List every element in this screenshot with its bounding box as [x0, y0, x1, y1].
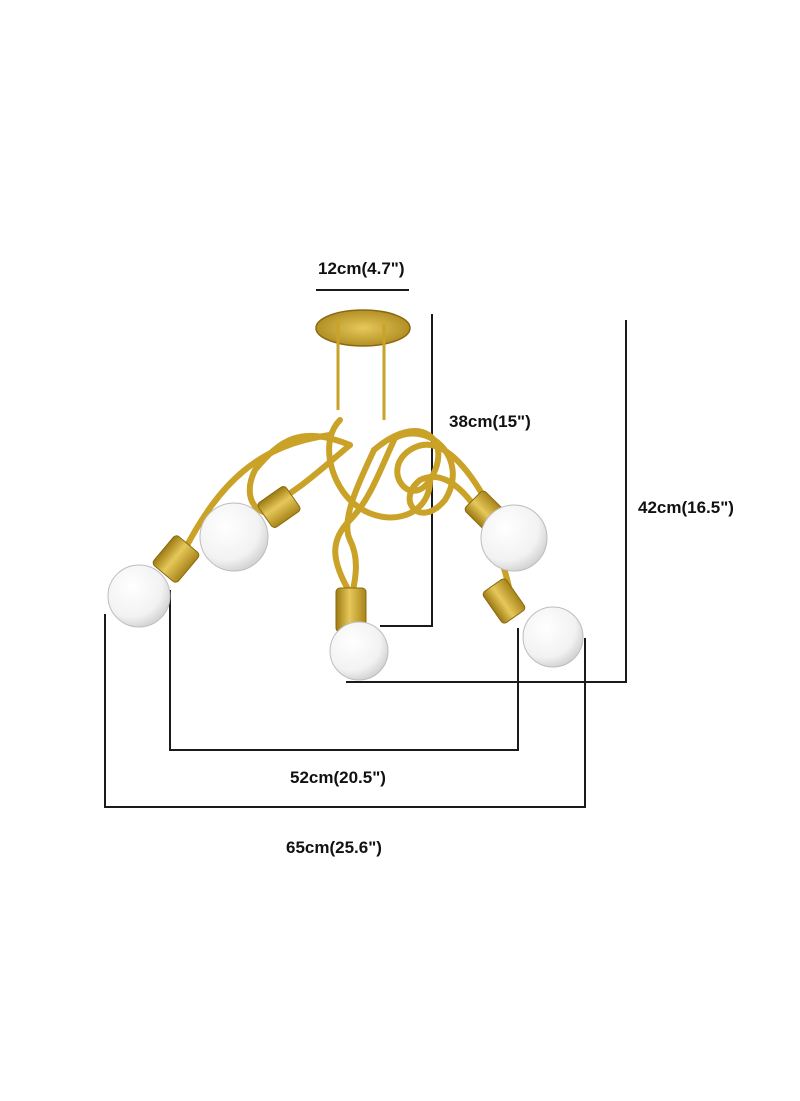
socket-left-back: [257, 486, 301, 528]
bulb-center: [329, 621, 389, 681]
socket-right: [482, 578, 526, 624]
inner-span-line: [169, 590, 519, 751]
overall-width-label: 65cm(25.6"): [286, 838, 382, 857]
arms: [179, 417, 513, 599]
inner-span-label: 52cm(20.5"): [290, 768, 386, 787]
socket-left: [152, 535, 200, 583]
bulbs: [107, 502, 584, 681]
canopy-width-label: 12cm(4.7"): [318, 259, 405, 278]
canopy-group: [315, 309, 411, 453]
arm-height-line: [380, 314, 433, 627]
overall-width-line: [104, 614, 586, 808]
bulb-right: [522, 606, 584, 668]
total-height-line: [346, 320, 627, 683]
arm-height-label: 38cm(15"): [449, 412, 531, 431]
dimension-lines: [104, 289, 627, 808]
sockets: [152, 486, 526, 633]
bulb-left: [107, 564, 171, 628]
bulb-right-back: [480, 504, 548, 572]
bulb-left-back: [199, 502, 269, 572]
total-height-label: 42cm(16.5"): [638, 498, 734, 517]
